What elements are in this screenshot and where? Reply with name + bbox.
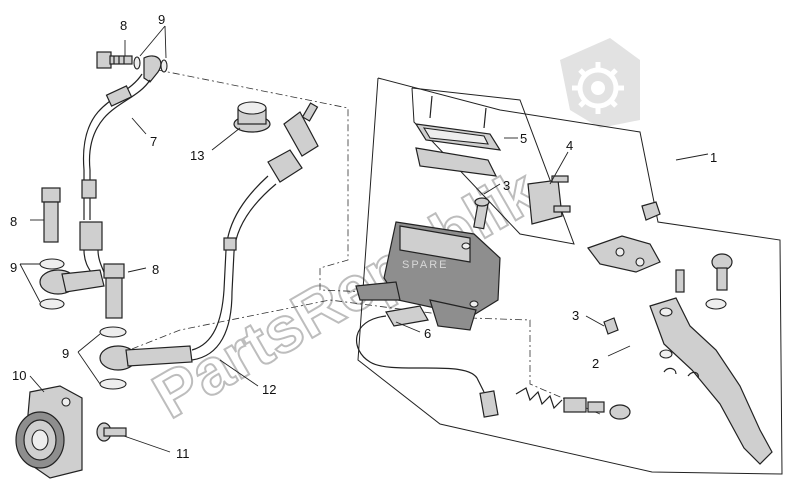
switch-6 (356, 305, 499, 418)
reservoir-cap-5 (414, 95, 502, 177)
slave-cylinder-10 (15, 385, 83, 479)
watermark: PartsRepublik (140, 38, 640, 433)
brake-hose-7 (39, 55, 162, 295)
callout-10: 10 (12, 368, 26, 383)
callout-8-lower: 8 (152, 262, 159, 277)
banjo-bolt-mid-left (41, 187, 61, 243)
clutch-lever-2 (649, 297, 773, 465)
watermark-gear-icon (560, 38, 640, 128)
leader-lines (19, 25, 709, 453)
screw-11 (96, 422, 127, 442)
spare-engraving: SPARE (402, 259, 448, 271)
callout-9-left: 9 (10, 260, 17, 275)
callout-11: 11 (176, 446, 190, 461)
callout-9-top: 9 (158, 12, 165, 27)
callout-8-top: 8 (120, 18, 127, 33)
callout-3-top: 3 (503, 178, 510, 193)
piston-kit (515, 387, 631, 420)
clamp-4 (527, 175, 571, 225)
clutch-hose-12 (99, 102, 319, 371)
callout-6: 6 (424, 326, 431, 341)
screw-3-top (473, 197, 490, 230)
washers-left (39, 258, 65, 310)
callout-2: 2 (592, 356, 599, 371)
grommet-13 (233, 101, 271, 133)
screw-3-lever (603, 317, 619, 335)
callout-labels: 1 2 3 3 4 5 6 7 8 8 8 9 9 9 10 11 12 13 (10, 12, 717, 461)
banjo-bolt-lower (103, 263, 125, 319)
callout-1: 1 (710, 150, 717, 165)
callout-5: 5 (520, 131, 527, 146)
callout-12: 12 (262, 382, 276, 397)
callout-8-left: 8 (10, 214, 17, 229)
callout-3-lever: 3 (572, 308, 579, 323)
assembly-frame (357, 77, 783, 475)
washers-lower (99, 326, 127, 390)
banjo-bolt-top (96, 51, 133, 69)
callout-7: 7 (150, 134, 157, 149)
washer-top (133, 56, 168, 73)
adjuster-knob (675, 253, 733, 310)
lever-bracket (587, 201, 661, 273)
callout-9-lower: 9 (62, 346, 69, 361)
callout-13: 13 (190, 148, 204, 163)
callout-4: 4 (566, 138, 573, 153)
master-cylinder-body: SPARE (355, 221, 501, 331)
